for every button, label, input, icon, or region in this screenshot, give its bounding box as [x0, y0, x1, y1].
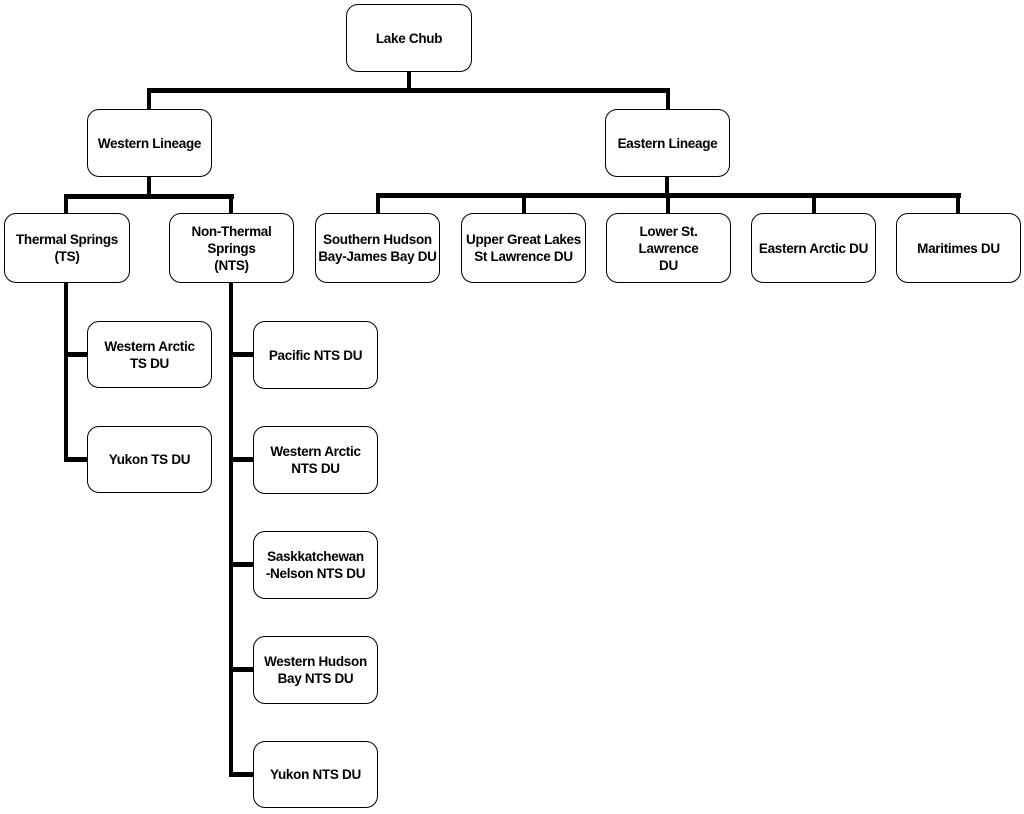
connector-southern-hudson-drop — [376, 193, 380, 214]
node-yukon-ts-du-label: Yukon TS DU — [108, 452, 191, 467]
connector-western-horizontal — [64, 194, 234, 199]
node-western-arctic-ts-du: Western Arctic TS DU — [87, 321, 212, 388]
node-upper-great-lakes-st-lawrence-du: Upper Great Lakes St Lawrence DU — [461, 213, 586, 283]
node-upper-great-lakes-st-lawrence-du-label: Upper Great Lakes St Lawrence DU — [466, 232, 581, 264]
connector-root-drop — [407, 72, 411, 89]
connector-yukon-nts-stub — [229, 772, 254, 777]
node-southern-hudson-bay-james-bay-du: Southern Hudson Bay-James Bay DU — [315, 213, 440, 283]
node-lower-st-lawrence-du: Lower St. Lawrence DU — [606, 213, 731, 283]
node-thermal-springs: Thermal Springs (TS) — [4, 213, 130, 283]
node-eastern-lineage-label: Eastern Lineage — [617, 135, 718, 151]
node-eastern-arctic-du-label: Eastern Arctic DU — [758, 240, 869, 256]
connector-western-hudson-bay-nts-stub — [229, 667, 254, 672]
connector-eastern-stem — [665, 177, 669, 195]
connector-yukon-ts-stub — [64, 457, 88, 462]
node-yukon-nts-du-label: Yukon NTS DU — [270, 767, 361, 782]
node-maritimes-du: Maritimes DU — [896, 213, 1021, 283]
node-non-thermal-springs: Non-Thermal Springs (NTS) — [169, 213, 294, 283]
connector-nts-vertical — [229, 283, 233, 777]
node-pacific-nts-du-label: Pacific NTS DU — [268, 347, 363, 363]
node-lake-chub: Lake Chub — [346, 4, 472, 72]
connector-thermal-springs-drop — [64, 194, 68, 214]
connector-western-lineage-drop — [147, 88, 151, 110]
connector-lower-st-lawrence-drop — [666, 193, 670, 214]
connector-western-stem — [147, 177, 151, 196]
connector-western-arctic-ts-stub — [64, 352, 88, 357]
connector-saskkatchewan-nelson-nts-stub — [229, 562, 254, 567]
connector-upper-great-lakes-drop — [522, 193, 526, 214]
node-eastern-arctic-du: Eastern Arctic DU — [751, 213, 876, 283]
node-yukon-ts-du: Yukon TS DU — [87, 426, 212, 493]
node-western-hudson-bay-nts-du-label: Western Hudson Bay NTS DU — [264, 654, 367, 686]
connector-maritimes-drop — [956, 193, 960, 214]
node-non-thermal-springs-label: Non-Thermal Springs (NTS) — [191, 223, 272, 273]
node-eastern-lineage: Eastern Lineage — [605, 109, 730, 177]
node-saskkatchewan-nelson-nts-du-label: Saskkatchewan -Nelson NTS DU — [265, 549, 366, 581]
node-pacific-nts-du: Pacific NTS DU — [253, 321, 378, 389]
node-western-arctic-nts-du-label: Western Arctic NTS DU — [270, 444, 361, 476]
connector-western-arctic-nts-stub — [229, 457, 254, 462]
node-saskkatchewan-nelson-nts-du: Saskkatchewan -Nelson NTS DU — [253, 531, 378, 599]
node-western-lineage-label: Western Lineage — [97, 135, 202, 151]
node-yukon-nts-du: Yukon NTS DU — [253, 741, 378, 808]
node-maritimes-du-label: Maritimes DU — [917, 240, 1000, 256]
connector-pacific-nts-stub — [229, 352, 254, 357]
connector-non-thermal-springs-drop — [229, 194, 233, 214]
node-western-arctic-ts-du-label: Western Arctic TS DU — [104, 338, 195, 371]
node-western-lineage: Western Lineage — [87, 109, 212, 177]
connector-eastern-lineage-drop — [666, 88, 670, 110]
connector-top-horizontal — [147, 88, 670, 93]
node-western-hudson-bay-nts-du: Western Hudson Bay NTS DU — [253, 636, 378, 704]
connector-ts-vertical — [64, 283, 68, 462]
node-southern-hudson-bay-james-bay-du-label: Southern Hudson Bay-James Bay DU — [318, 232, 437, 264]
node-lake-chub-label: Lake Chub — [375, 30, 443, 46]
node-lower-st-lawrence-du-label: Lower St. Lawrence DU — [638, 223, 699, 273]
node-western-arctic-nts-du: Western Arctic NTS DU — [253, 426, 378, 494]
connector-eastern-arctic-drop — [812, 193, 816, 214]
node-thermal-springs-label: Thermal Springs (TS) — [15, 232, 119, 264]
